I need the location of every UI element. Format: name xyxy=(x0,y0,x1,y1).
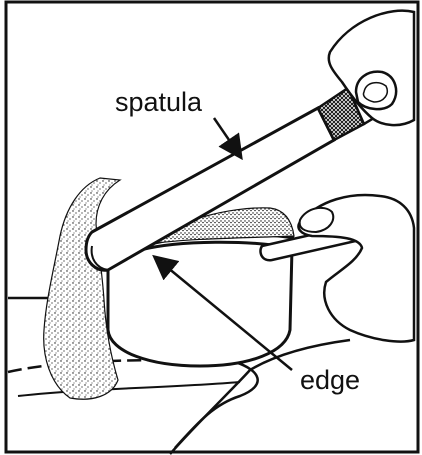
bowl xyxy=(8,360,258,448)
upper-hand-fingernail xyxy=(363,83,387,102)
edge-label: edge xyxy=(300,365,360,395)
spatula-label: spatula xyxy=(115,87,203,117)
spatula-leader-line xyxy=(214,118,240,156)
